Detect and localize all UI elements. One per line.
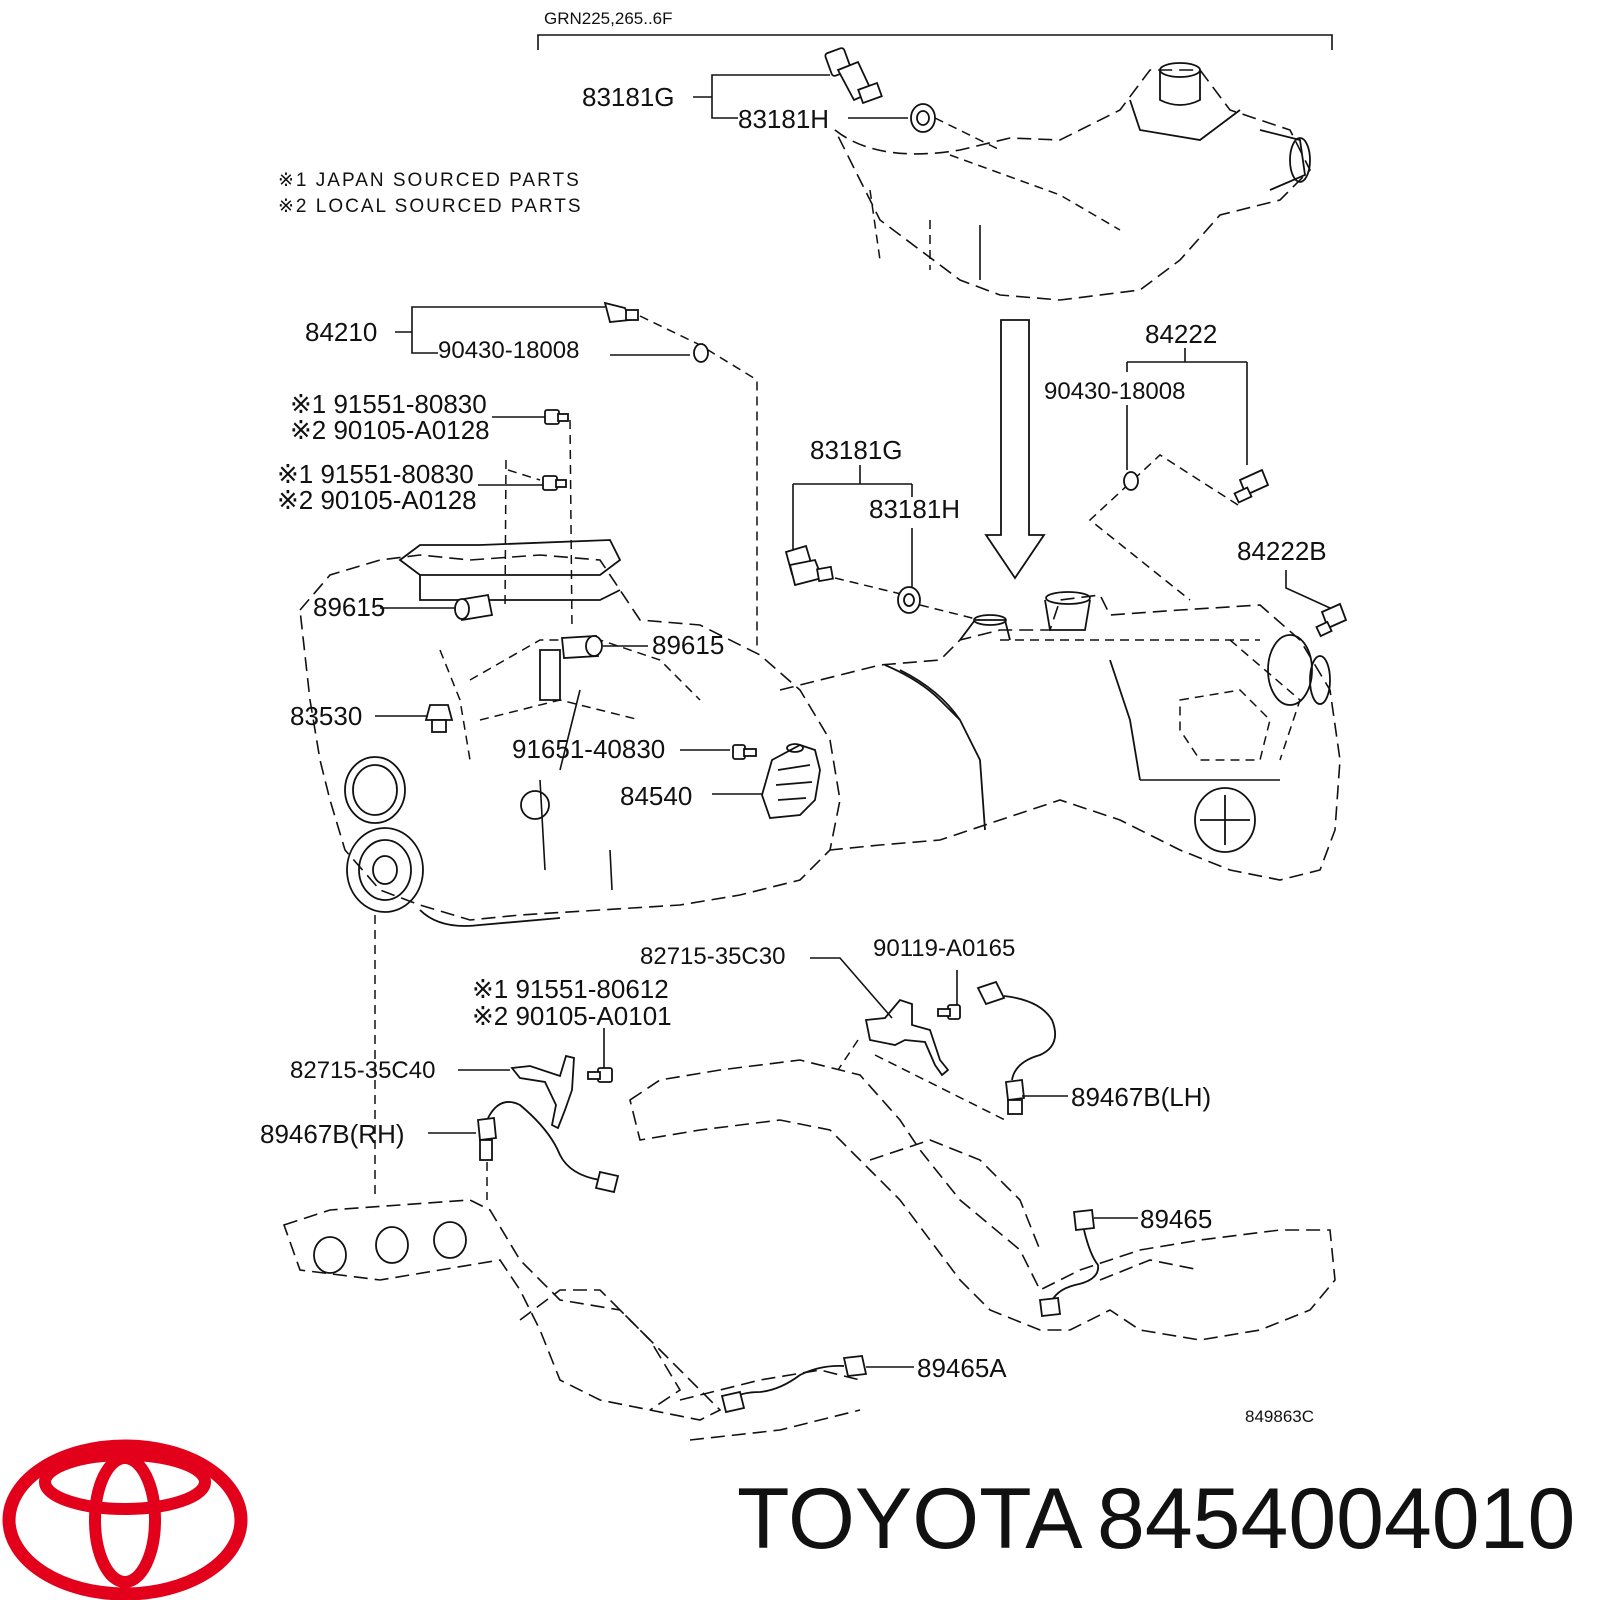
label-84210: 84210 (305, 317, 377, 347)
label-91551-80830-a: ※1 91551-80830 (290, 389, 487, 419)
model-range-label: GRN225,265..6F (544, 9, 673, 28)
bolt-91551-lower: ※1 91551-80830 ※2 90105-A0128 (277, 459, 567, 611)
switch-83181G-mid (784, 544, 906, 596)
label-90105-A0128-a: ※2 90105-A0128 (290, 415, 490, 445)
transmission-assembly (779, 591, 1341, 881)
label-82715-35C40: 82715-35C40 (290, 1057, 435, 1084)
brand-name: TOYOTA (737, 1471, 1083, 1567)
bracket-82715-35C40: 82715-35C40 (290, 1054, 575, 1130)
label-82715-35C30: 82715-35C30 (640, 943, 785, 970)
gasket-83181H-mid (897, 586, 981, 621)
label-90119-A0165: 90119-A0165 (873, 935, 1015, 962)
callout-84222: 84222 90430-18008 (1044, 319, 1248, 470)
assembly-direction-arrow (984, 319, 1046, 580)
callout-84210: 84210 90430-18008 (305, 306, 690, 364)
toyota-logo (2, 1439, 248, 1600)
oxygen-sensor-89465A: 89465A (720, 1353, 1007, 1414)
knock-sensor-89615-right: 89615 (561, 630, 724, 660)
label-84222: 84222 (1145, 319, 1217, 349)
source-notes: ※1 JAPAN SOURCED PARTS ※2 LOCAL SOURCED … (278, 170, 583, 217)
bolt-91551-80612: ※1 91551-80612 ※2 90105-A0101 (472, 974, 672, 1083)
label-89615-left: 89615 (313, 592, 385, 622)
oxygen-sensor-89467B-LH: 89467B(LH) (976, 980, 1211, 1115)
switch-83181G-top (824, 47, 883, 105)
callout-83181-mid: 83181G 83181H (792, 435, 960, 588)
label-89465: 89465 (1140, 1204, 1212, 1234)
label-89615-right: 89615 (652, 630, 724, 660)
label-83181G-mid: 83181G (810, 435, 903, 465)
knock-sensor-89615-left: 89615 (313, 592, 494, 622)
exhaust-left-bank (282, 1199, 861, 1441)
exhaust-right-bank (629, 1059, 1336, 1341)
gasket-90430-right (1123, 471, 1139, 491)
label-83530: 83530 (290, 701, 362, 731)
brand-title: TOYOTA 8454004010 (737, 1471, 1575, 1567)
sender-83530: 83530 (290, 701, 454, 733)
label-91551-80612: ※1 91551-80612 (472, 974, 669, 1004)
label-90105-A0101: ※2 90105-A0101 (472, 1001, 672, 1031)
label-89467B-RH: 89467B(RH) (260, 1119, 405, 1149)
gasket-90430-left (693, 343, 709, 363)
bolt-91651-40830: 91651-40830 (512, 734, 757, 764)
switch-84210 (603, 301, 758, 650)
label-83181H-mid: 83181H (869, 494, 960, 524)
label-91651-40830: 91651-40830 (512, 734, 665, 764)
label-89467B-LH: 89467B(LH) (1071, 1082, 1211, 1112)
bracket-82715-35C30: 82715-35C30 (640, 943, 1006, 1121)
label-91551-80830-b: ※1 91551-80830 (277, 459, 474, 489)
label-90105-A0128-b: ※2 90105-A0128 (277, 485, 477, 515)
model-range-bracket: GRN225,265..6F (537, 9, 1333, 50)
switch-84222 (1088, 454, 1270, 601)
figure-code: 849863C (1245, 1407, 1314, 1426)
part-number: 8454004010 (1097, 1471, 1575, 1567)
gasket-83181H-top (910, 103, 1001, 151)
oxygen-sensor-89465: 89465 (1038, 1204, 1212, 1317)
label-84222B: 84222B (1237, 536, 1327, 566)
note-local-sourced: ※2 LOCAL SOURCED PARTS (278, 196, 583, 217)
switch-84222B: 84222B (1237, 536, 1348, 638)
neutral-switch-84540: 84540 (620, 743, 821, 819)
note-japan-sourced: ※1 JAPAN SOURCED PARTS (278, 170, 581, 191)
bolt-90119-A0165: 90119-A0165 (873, 935, 1015, 1020)
label-89465A: 89465A (917, 1353, 1007, 1383)
label-84540: 84540 (620, 781, 692, 811)
label-90430-18008-left: 90430-18008 (438, 337, 579, 364)
label-83181G-top: 83181G (582, 82, 675, 112)
oxygen-sensor-89467B-RH: 89467B(RH) (260, 915, 620, 1200)
label-83181H-top: 83181H (738, 104, 829, 134)
bolt-91551-upper: ※1 91551-80830 ※2 90105-A0128 (290, 389, 573, 631)
transfer-case-detail-top (834, 62, 1311, 301)
label-90430-18008-right: 90430-18008 (1044, 378, 1185, 405)
callout-83181-top: 83181G 83181H (582, 74, 908, 134)
